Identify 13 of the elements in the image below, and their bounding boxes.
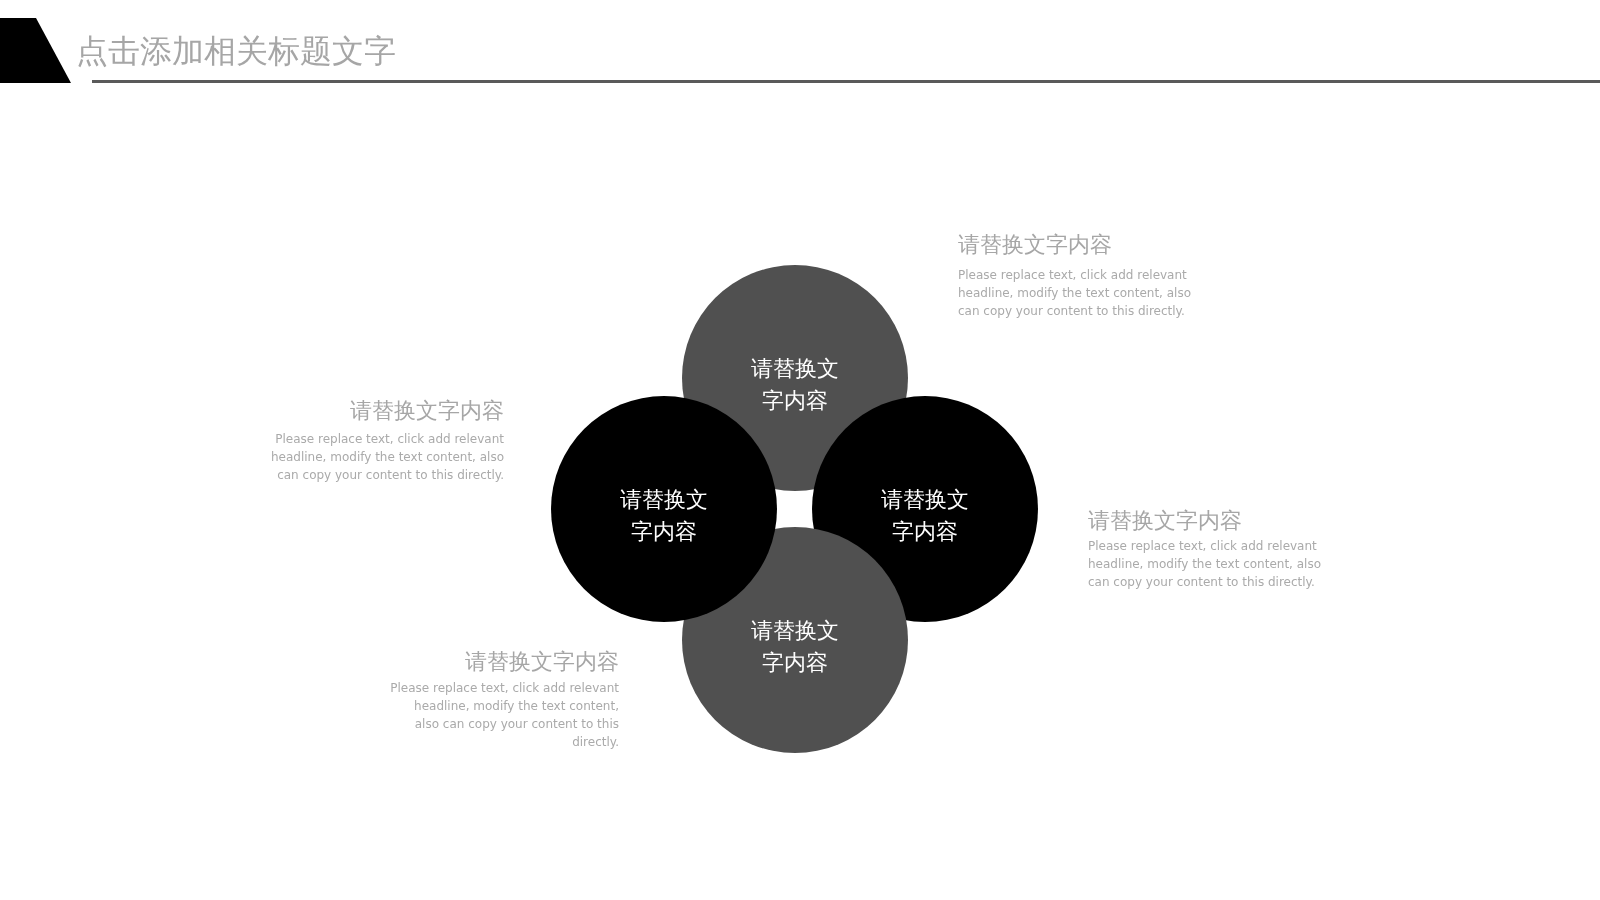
page-title: 点击添加相关标题文字 [76,31,396,71]
text-heading: 请替换文字内容 [350,397,504,425]
text-paragraph: Please replace text, click add relevant headline, modify the text content, also can copy your content to this directly. [958,267,1192,320]
circle-label: 请替换文字内容 [880,486,970,546]
text-heading: 请替换文字内容 [465,648,619,676]
circle-label: 请替换文字内容 [750,355,840,415]
text-heading: 请替换文字内容 [1088,507,1242,535]
circle-label: 请替换文字内容 [750,617,840,677]
text-paragraph: Please replace text, click add relevant headline, modify the text content, also can copy your content to this directly. [1088,538,1322,591]
circle-label: 请替换文字内容 [619,486,709,546]
text-paragraph: Please replace text, click add relevant headline, modify the text content, also can copy your content to this directly. [270,431,504,484]
text-paragraph: Please replace text, click add relevant headline, modify the text content, also can copy your content to this directly. [389,680,619,751]
text-heading: 请替换文字内容 [958,231,1112,259]
